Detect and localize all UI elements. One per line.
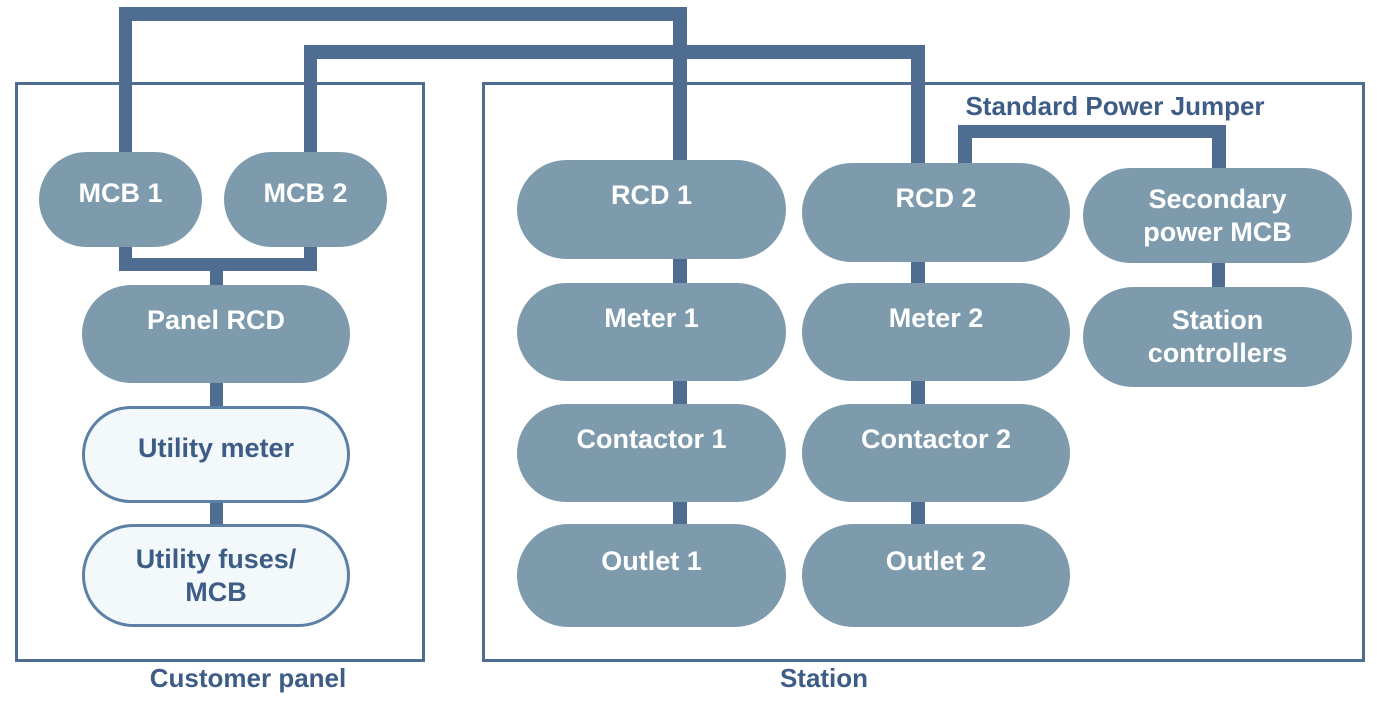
- node-contactor-2: Contactor 2: [802, 404, 1070, 502]
- connector-mcb-merge-bar: [119, 258, 317, 271]
- node-utility-meter: Utility meter: [82, 406, 350, 503]
- node-rcd-1: RCD 1: [517, 160, 786, 259]
- connector-mcb2-riser: [304, 45, 317, 152]
- node-utility-fuses-mcb: Utility fuses/ MCB: [82, 524, 350, 627]
- connector-utility-meter-to-fuses: [210, 502, 223, 525]
- connector-mcb1-riser: [119, 7, 132, 152]
- node-outlet-1: Outlet 1: [517, 524, 786, 627]
- node-secondary-power-mcb: Secondary power MCB: [1083, 168, 1352, 263]
- customer-panel-caption: Customer panel: [149, 663, 347, 693]
- connector-meter1-to-contactor1: [673, 380, 687, 405]
- node-mcb-2: MCB 2: [224, 152, 387, 247]
- jumper-label: Standard Power Jumper: [965, 91, 1265, 121]
- connector-feed2-horizontal: [304, 45, 925, 59]
- node-station-controllers: Station controllers: [1083, 287, 1352, 387]
- station-caption: Station: [779, 663, 869, 693]
- node-outlet-2: Outlet 2: [802, 524, 1070, 627]
- customer-panel-box: [15, 82, 425, 662]
- connector-jumper-left-leg: [958, 125, 972, 163]
- connector-meter2-to-contactor2: [911, 380, 925, 405]
- connector-feed1-horizontal: [119, 7, 687, 21]
- node-panel-rcd: Panel RCD: [82, 285, 350, 383]
- connector-secmcb-to-controllers: [1212, 262, 1225, 288]
- node-meter-2: Meter 2: [802, 283, 1070, 381]
- connector-jumper-right-leg: [1212, 125, 1226, 169]
- connector-merge-to-panel-rcd: [210, 271, 223, 286]
- connector-jumper-horizontal: [958, 125, 1226, 138]
- connector-contactor2-to-outlet2: [911, 501, 925, 525]
- node-rcd-2: RCD 2: [802, 163, 1070, 262]
- connector-contactor1-to-outlet1: [673, 501, 687, 525]
- node-meter-1: Meter 1: [517, 283, 786, 381]
- node-contactor-1: Contactor 1: [517, 404, 786, 502]
- node-mcb-1: MCB 1: [39, 152, 202, 247]
- station-box: [482, 82, 1365, 662]
- connector-panel-rcd-to-utility-meter: [210, 383, 223, 407]
- connector-rcd2-riser: [911, 45, 925, 163]
- connector-rcd1-to-meter1: [673, 258, 687, 284]
- connector-rcd2-to-meter2: [911, 261, 925, 284]
